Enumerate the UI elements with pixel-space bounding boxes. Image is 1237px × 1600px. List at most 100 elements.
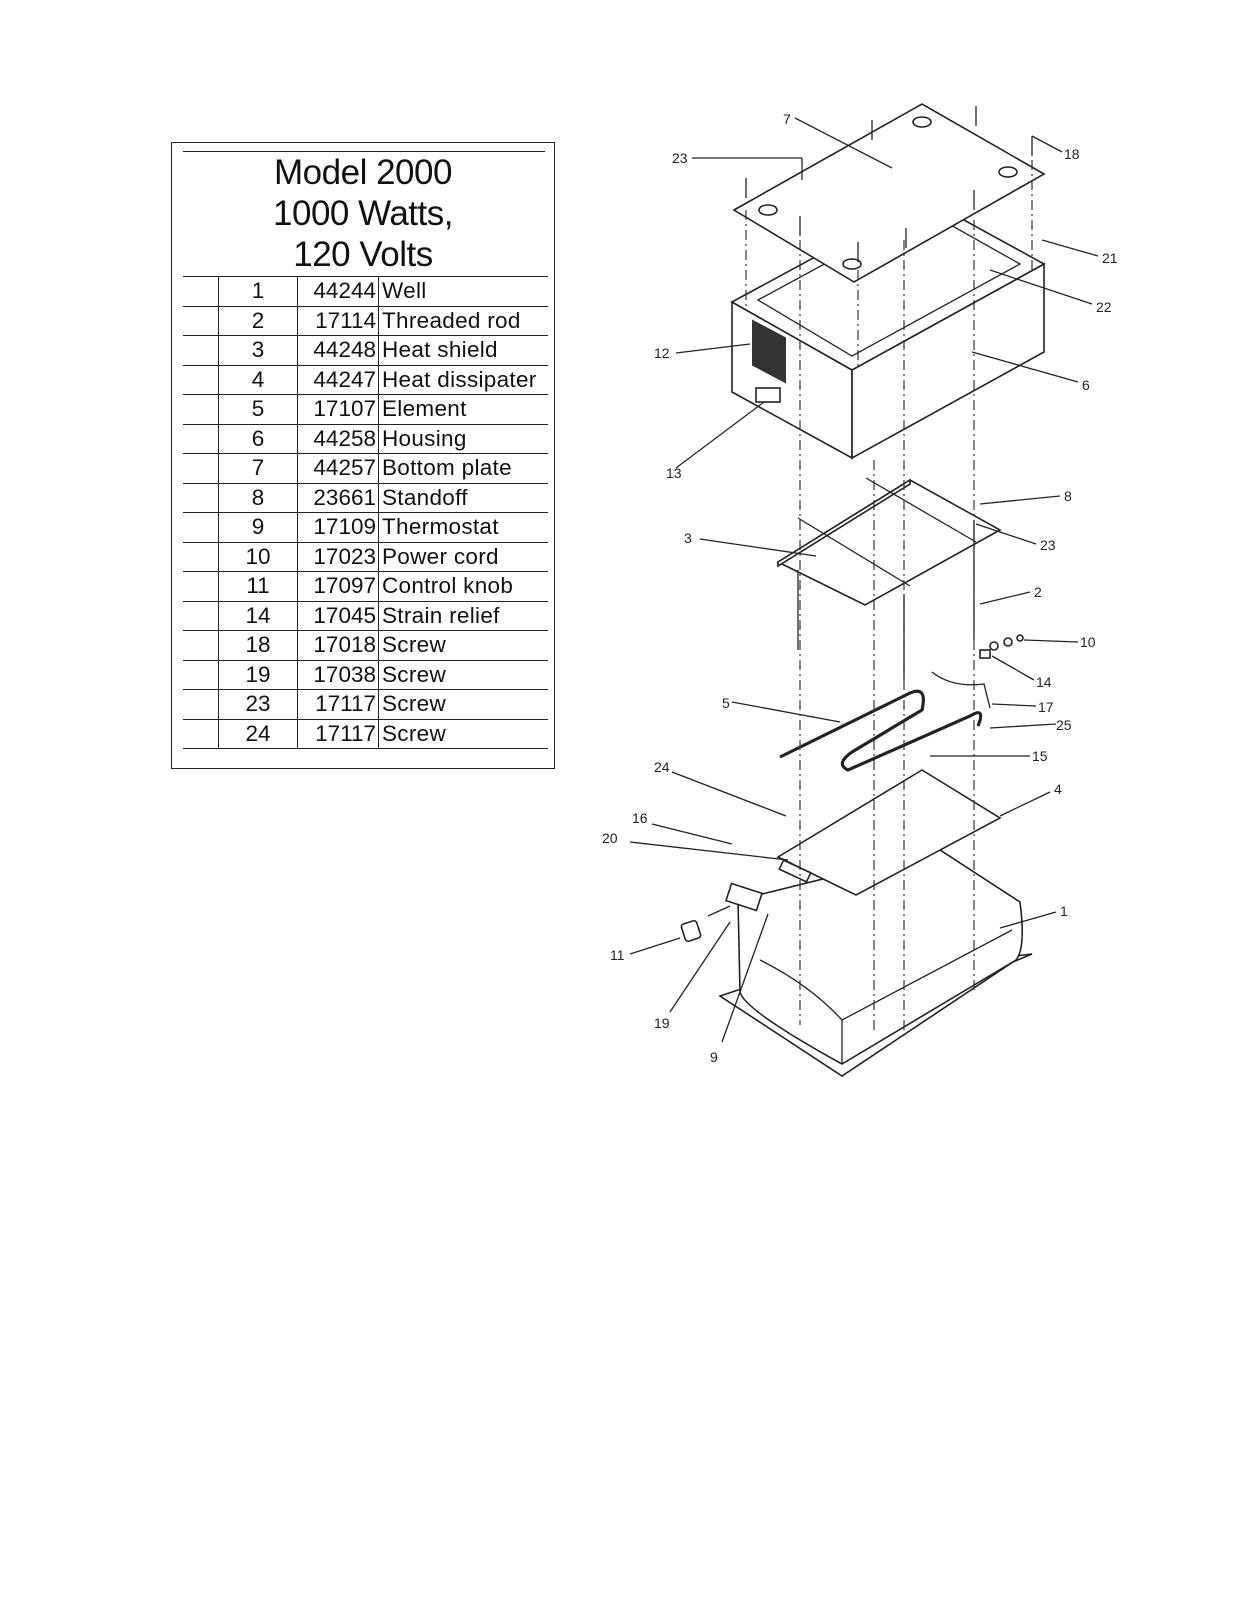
callout-23-mid: 23 (1040, 537, 1056, 553)
part-number: 17107 (297, 394, 379, 424)
part-description: Strain relief (378, 600, 548, 631)
item-number: 23 (218, 689, 298, 719)
item-number: 2 (218, 305, 298, 336)
row-marker (183, 364, 219, 395)
control-knob-part (680, 919, 702, 943)
item-number: 8 (218, 482, 298, 513)
row-marker (183, 512, 219, 542)
callout-13: 13 (666, 465, 682, 481)
part-number: 17023 (297, 541, 379, 572)
item-number: 5 (218, 394, 298, 424)
part-number: 44247 (297, 364, 379, 395)
callout-18: 18 (1064, 146, 1080, 162)
part-number: 44257 (297, 453, 379, 483)
item-number: 18 (218, 630, 298, 660)
part-description: Well (378, 276, 548, 306)
top-rule (183, 151, 545, 152)
part-description: Thermostat (378, 512, 548, 542)
item-number: 4 (218, 364, 298, 395)
part-description: Power cord (378, 541, 548, 572)
part-description: Screw (378, 689, 548, 719)
part-description: Threaded rod (378, 305, 548, 336)
part-number: 44244 (297, 276, 379, 306)
item-number: 7 (218, 453, 298, 483)
row-marker (183, 276, 219, 306)
callout-3: 3 (684, 530, 692, 546)
part-number: 17018 (297, 630, 379, 660)
part-number: 17114 (297, 305, 379, 336)
item-number: 6 (218, 423, 298, 454)
part-number: 23661 (297, 482, 379, 513)
well-part (718, 849, 1033, 1077)
part-description: Screw (378, 659, 548, 690)
callout-9: 9 (710, 1049, 718, 1065)
part-description: Element (378, 394, 548, 424)
screw-parts (745, 106, 1033, 262)
thermostat-part (707, 882, 764, 917)
part-description: Bottom plate (378, 453, 548, 483)
row-marker (183, 718, 219, 749)
callout-19: 19 (654, 1015, 670, 1031)
row-marker (183, 305, 219, 336)
part-number: 17117 (297, 689, 379, 719)
callout-21: 21 (1102, 250, 1118, 266)
part-number: 17038 (297, 659, 379, 690)
item-number: 11 (218, 571, 298, 601)
bottom-plate-part (732, 103, 1046, 283)
part-description: Housing (378, 423, 548, 454)
callout-4: 4 (1054, 781, 1062, 797)
callout-8: 8 (1064, 488, 1072, 504)
part-description: Heat dissipater (378, 364, 548, 395)
row-marker (183, 335, 219, 365)
row-marker (183, 541, 219, 572)
callout-7: 7 (783, 111, 791, 127)
element-part (779, 689, 983, 772)
callout-10: 10 (1080, 634, 1096, 650)
heat-shield-part (776, 477, 1002, 606)
heat-dissipater-part (776, 769, 1002, 896)
power-cord-part (979, 634, 1024, 659)
part-number: 17117 (297, 718, 379, 749)
callouts: 7 23 18 21 22 12 6 13 8 3 23 2 10 14 5 1… (602, 111, 1118, 1065)
row-marker (183, 659, 219, 690)
title-volts: 120 Volts (293, 235, 433, 274)
title-watts: 1000 Watts, (273, 194, 453, 233)
item-number: 3 (218, 335, 298, 365)
item-number: 1 (218, 276, 298, 306)
part-description: Screw (378, 718, 548, 749)
exploded-parts-diagram: 7 23 18 21 22 12 6 13 8 3 23 2 10 14 5 1… (602, 103, 1118, 1077)
callout-11: 11 (610, 947, 625, 963)
callout-17: 17 (1038, 699, 1054, 715)
callout-22: 22 (1096, 299, 1112, 315)
model-title: Model 2000 1000 Watts, 120 Volts (172, 152, 554, 275)
part-number: 17109 (297, 512, 379, 542)
part-number: 17097 (297, 571, 379, 601)
row-marker (183, 453, 219, 483)
callout-12: 12 (654, 345, 670, 361)
part-description: Control knob (378, 571, 548, 601)
part-description: Standoff (378, 482, 548, 513)
row-marker (183, 394, 219, 424)
row-marker (183, 423, 219, 454)
row-marker (183, 600, 219, 631)
callout-24: 24 (654, 759, 670, 775)
callout-23-top: 23 (672, 150, 688, 166)
part-number: 44248 (297, 335, 379, 365)
callout-25: 25 (1056, 717, 1072, 733)
callout-6: 6 (1082, 377, 1090, 393)
